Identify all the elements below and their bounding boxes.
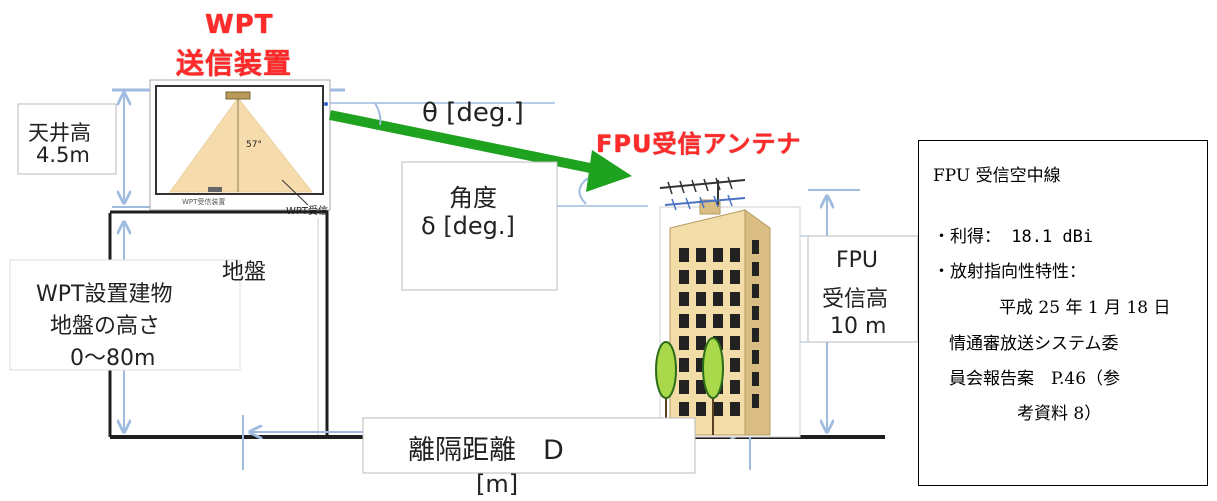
wpt-title-line1: WPT: [205, 10, 274, 40]
building-height-line1: WPT設置建物: [36, 282, 173, 307]
inset-bottom-right: WPT受信: [286, 206, 329, 217]
angle-label-line2: δ [deg.]: [421, 212, 515, 240]
spec-note-line5: 情通審放送システム委: [949, 334, 1119, 354]
spec-note-title: FPU 受信空中線: [933, 166, 1061, 186]
fpu-height-line2: 受信高: [822, 287, 889, 312]
building-height-label-box: [9, 259, 241, 371]
trees: [655, 337, 724, 435]
fpu-antenna-title: FPU受信アンテナ: [596, 130, 802, 158]
theta-reference: [330, 102, 555, 126]
spec-note-line7: 考資料 8）: [1017, 404, 1102, 424]
fpu-spec-note: FPU 受信空中線 ・利得： 18.1 dBi ・放射指向性特性： 平成 25 …: [918, 140, 1208, 486]
distance-label-line2: [m]: [476, 470, 519, 498]
angle-label-line1: 角度: [449, 184, 497, 212]
ceiling-label-line1: 天井高: [28, 121, 91, 145]
distance-label-box: [362, 417, 696, 474]
inset-angle: 57°: [246, 140, 262, 150]
distance-label-line1: 離隔距離 D: [408, 435, 564, 466]
fpu-height-line3: 10 m: [830, 314, 887, 339]
fpu-antenna: [659, 176, 746, 211]
ceiling-label-line2: 4.5m: [36, 143, 90, 167]
spec-note-gain: ・利得： 18.1 dBi: [933, 227, 1094, 247]
fpu-height-line1: FPU: [836, 248, 879, 273]
wpt-title-line2: 送信装置: [176, 47, 293, 80]
spec-note-line6: 員会報告案 P.46（参: [949, 369, 1121, 389]
angle-label-box: [401, 161, 558, 291]
beam-arrow: [329, 110, 632, 192]
wpt-transmitter-inset: [149, 79, 331, 211]
building-height-line2: 地盤の高さ: [50, 314, 161, 339]
delta-reference: [555, 177, 648, 207]
building-height-line3: 0～80m: [70, 346, 156, 371]
spec-note-line4: 平成 25 年 1 月 18 日: [999, 298, 1171, 318]
fpu-building: [655, 199, 801, 438]
inset-bottom-left: WPT受信装置: [182, 198, 226, 206]
ceiling-label-box: [17, 103, 117, 175]
theta-label: θ [deg.]: [422, 98, 524, 128]
fpu-height-label-box: [807, 235, 919, 343]
ground-label: 地盤: [222, 260, 267, 285]
spec-note-directivity: ・放射指向性特性：: [933, 262, 1086, 282]
